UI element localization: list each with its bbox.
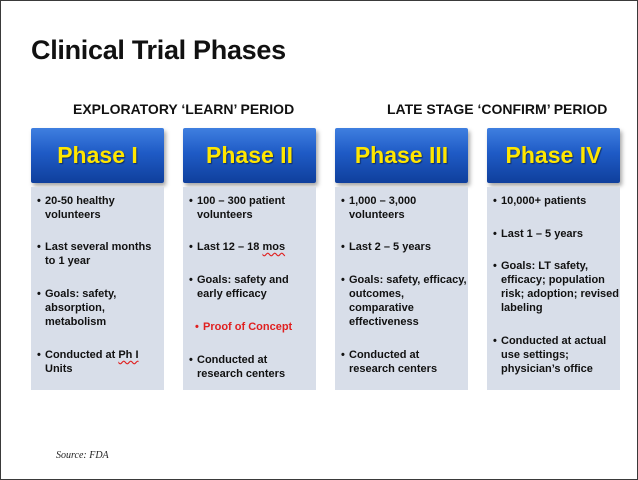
phase-2-details: • 100 – 300 patient volunteers • Last 12… xyxy=(183,187,316,390)
bullet: • xyxy=(189,195,193,207)
phase-4-header: Phase IV xyxy=(487,128,620,183)
phase-3-item-1: • 1,000 – 3,000 volunteers xyxy=(341,195,417,221)
bullet: • xyxy=(37,349,41,361)
phase-3-details: • 1,000 – 3,000 volunteers • Last 2 – 5 … xyxy=(335,187,468,390)
spellcheck-underline: mos xyxy=(262,241,286,253)
phase-3-item-3: • Goals: safety, efficacy, outcomes, com… xyxy=(341,274,467,328)
phase-3-item-2: • Last 2 – 5 years xyxy=(341,241,431,253)
phase-1-label: Phase I xyxy=(57,142,138,168)
bullet: • xyxy=(341,349,345,361)
slide-title: Clinical Trial Phases xyxy=(31,35,286,65)
late-stage-period-label: LATE STAGE ‘CONFIRM’ PERIOD xyxy=(387,101,608,117)
phase-1-item-4: • Conducted at Ph I Units xyxy=(37,349,139,375)
bullet: • xyxy=(493,335,497,347)
phase-1-item-3: • Goals: safety, absorption, metabolism xyxy=(37,288,117,328)
bullet: • xyxy=(493,228,497,240)
exploratory-period-label: EXPLORATORY ‘LEARN’ PERIOD xyxy=(73,101,295,117)
phase-3-item-4: • Conducted at research centers xyxy=(341,349,438,375)
phase-2-header: Phase II xyxy=(183,128,316,183)
phase-1-item-1: • 20-50 healthy volunteers xyxy=(37,195,115,221)
bullet: • xyxy=(37,195,41,207)
phase-2-item-1: • 100 – 300 patient volunteers xyxy=(189,195,286,221)
bullet: • xyxy=(37,241,41,253)
phase-1-column: Phase I • 20-50 healthy volunteers • Las… xyxy=(31,128,164,390)
bullet: • xyxy=(189,241,193,253)
phase-1-item-2: • Last several months to 1 year xyxy=(37,241,152,267)
bullet: • xyxy=(341,241,345,253)
bullet: • xyxy=(189,354,193,366)
bullet: • xyxy=(37,288,41,300)
bullet: • xyxy=(341,274,345,286)
phase-2-item-5: • Conducted at research centers xyxy=(189,354,286,380)
phase-2-item-3: • Goals: safety and early efficacy xyxy=(189,274,289,300)
bullet: • xyxy=(493,260,497,272)
phase-1-header: Phase I xyxy=(31,128,164,183)
phase-4-item-3: • Goals: LT safety, efficacy; population… xyxy=(493,260,619,314)
phase-2-column: Phase II • 100 – 300 patient volunteers … xyxy=(183,128,316,390)
bullet: • xyxy=(195,321,199,333)
source-citation: Source: FDA xyxy=(56,450,109,461)
phase-4-item-1: • 10,000+ patients xyxy=(493,195,587,207)
bullet: • xyxy=(189,274,193,286)
phase-4-item-4: • Conducted at actual use settings; phys… xyxy=(493,335,607,375)
phase-4-item-2: • Last 1 – 5 years xyxy=(493,228,583,240)
phase-1-details: • 20-50 healthy volunteers • Last severa… xyxy=(31,187,164,390)
phase-4-column: Phase IV • 10,000+ patients • Last 1 – 5… xyxy=(487,128,620,390)
phase-2-item-2: • Last 12 – 18 mos xyxy=(189,241,286,253)
bullet: • xyxy=(341,195,345,207)
phase-2-proof-of-concept: • Proof of Concept xyxy=(195,321,293,333)
spellcheck-underline: Ph I xyxy=(118,349,139,361)
phase-2-label: Phase II xyxy=(206,142,293,168)
phase-3-label: Phase III xyxy=(354,142,449,168)
phase-4-details: • 10,000+ patients • Last 1 – 5 years • … xyxy=(487,187,620,390)
phase-3-header: Phase III xyxy=(335,128,468,183)
phase-3-column: Phase III • 1,000 – 3,000 volunteers • L… xyxy=(335,128,468,390)
bullet: • xyxy=(493,195,497,207)
phase-4-label: Phase IV xyxy=(505,142,602,168)
